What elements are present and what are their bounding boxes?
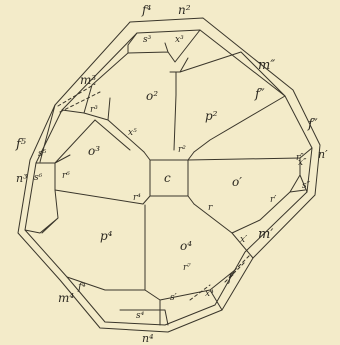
outline-inner bbox=[24, 29, 313, 326]
face-label-x5: x⁵ bbox=[128, 128, 137, 138]
face-label-r4: r⁴ bbox=[133, 193, 141, 203]
face-label-s6: s⁶ bbox=[34, 173, 43, 183]
face-label-x3: x³ bbox=[175, 35, 184, 45]
face-label-m4: m⁴ bbox=[58, 291, 74, 305]
face-label-f-dprime-b: f″ bbox=[307, 117, 318, 132]
outline-outer bbox=[17, 17, 321, 333]
face-label-s5: s⁵ bbox=[38, 149, 47, 159]
face-label-s-prime: s′ bbox=[170, 293, 177, 303]
face-label-o3: o³ bbox=[88, 144, 100, 158]
face-label-x-dprime: x″ bbox=[298, 158, 307, 168]
hatch-marks bbox=[57, 83, 251, 301]
lower-facets bbox=[66, 204, 236, 326]
diagonal-edges bbox=[54, 95, 301, 259]
face-label-r-mid: r bbox=[208, 203, 213, 213]
face-label-f5: f⁵ bbox=[15, 137, 27, 152]
face-label-p2: p² bbox=[205, 109, 218, 123]
face-label-n2: n² bbox=[178, 3, 191, 17]
face-label-r3: r³ bbox=[90, 105, 98, 115]
face-label-r6: r⁶ bbox=[62, 171, 70, 181]
right-facets bbox=[231, 147, 313, 234]
crystal-edges bbox=[17, 17, 321, 333]
face-label-n3: n³ bbox=[16, 172, 28, 185]
face-label-m-dprime-top: m″ bbox=[258, 58, 275, 73]
face-label-c: c bbox=[164, 171, 171, 185]
face-label-x-prime: x′ bbox=[240, 235, 247, 245]
face-label-s3: s³ bbox=[143, 35, 152, 45]
face-labels: f⁴ n² s³ x³ m³ m″ r³ o² p² f″ f″ o³ x⁵ f… bbox=[15, 3, 328, 345]
face-label-n-prime: n′ bbox=[318, 148, 328, 161]
left-facets bbox=[24, 104, 96, 234]
face-label-f-dprime-a: f″ bbox=[254, 87, 265, 102]
face-label-f4: f⁴ bbox=[141, 3, 151, 17]
face-label-x-low: x⁴ bbox=[205, 289, 214, 299]
face-label-n4: n⁴ bbox=[142, 332, 154, 345]
face-label-s4: s⁴ bbox=[136, 311, 145, 321]
face-label-f4-low: f⁴ bbox=[77, 282, 86, 293]
face-label-s-dprime: s″ bbox=[302, 181, 311, 191]
face-label-o2: o² bbox=[146, 89, 158, 103]
center-facet bbox=[142, 151, 195, 205]
face-label-m-prime: m′ bbox=[258, 227, 273, 242]
face-label-o4: o⁴ bbox=[180, 239, 192, 253]
face-label-r2: r² bbox=[178, 145, 186, 155]
face-label-r7: r⁷ bbox=[183, 263, 191, 273]
face-label-f-prime: f′ bbox=[227, 274, 235, 285]
face-label-o-prime: o′ bbox=[232, 175, 242, 189]
face-label-m3: m³ bbox=[80, 73, 96, 87]
face-label-r-dprime: r″ bbox=[296, 153, 304, 163]
upper-center-facets bbox=[173, 51, 286, 151]
face-label-p4: p⁴ bbox=[100, 229, 113, 243]
face-label-r-prime: r′ bbox=[270, 195, 276, 205]
